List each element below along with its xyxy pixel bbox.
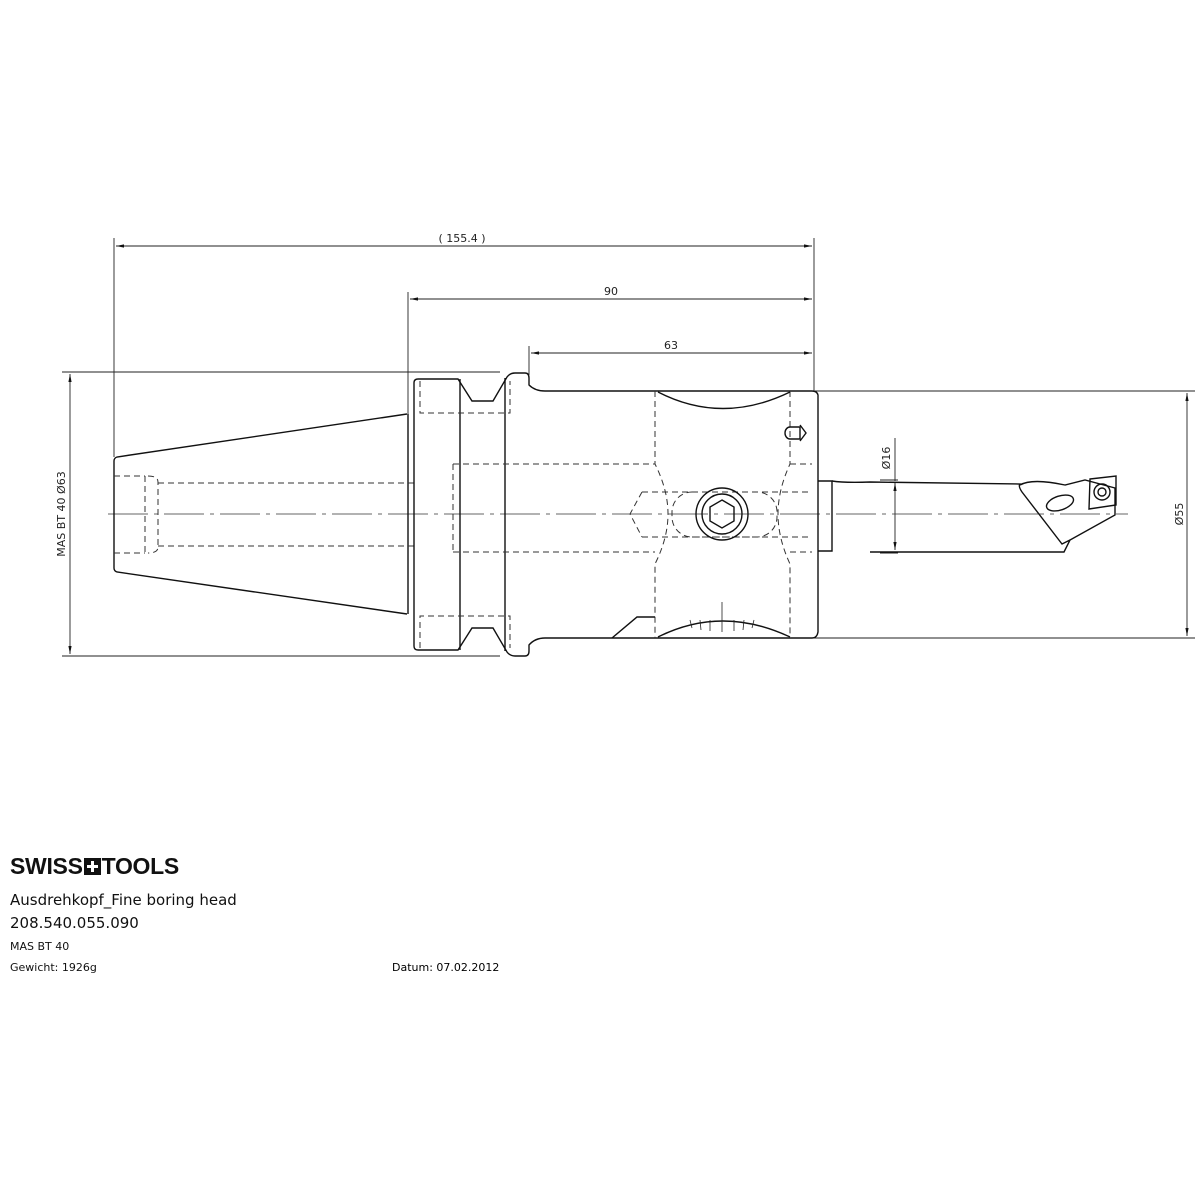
logo-text-right: TOOLS <box>101 853 180 879</box>
swiss-cross-icon <box>83 858 101 875</box>
weight-text: Gewicht: 1926g <box>10 961 97 974</box>
dimension-63: 63 <box>531 339 812 355</box>
dial-ticks <box>689 602 755 632</box>
logo-text-left: SWISS <box>10 853 83 879</box>
spec-text: MAS BT 40 <box>10 940 70 953</box>
head-body-details <box>611 391 812 639</box>
dimension-90: 90 <box>410 285 812 301</box>
dimension-taper-diameter: MAS BT 40 Ø63 <box>55 374 72 654</box>
extension-lines <box>62 238 1195 657</box>
dim-text-155: ( 155.4 ) <box>438 232 485 245</box>
article-number: 208.540.055.090 <box>10 914 139 932</box>
svg-text:MAS BT 40 Ø63: MAS BT 40 Ø63 <box>55 471 68 556</box>
svg-text:Ø16: Ø16 <box>880 447 893 470</box>
drawing-title: Ausdrehkopf_Fine boring head <box>10 891 237 909</box>
svg-text:Ø55: Ø55 <box>1173 503 1186 526</box>
svg-text:90: 90 <box>604 285 618 298</box>
hex-socket-screw-icon <box>695 487 749 541</box>
dimension-head-diameter: Ø55 <box>1173 393 1189 636</box>
date-text: Datum: 07.02.2012 <box>392 961 500 974</box>
flange <box>413 372 819 657</box>
taper-shank <box>113 413 415 615</box>
svg-text:63: 63 <box>664 339 678 352</box>
boring-bar <box>818 475 1117 553</box>
cutting-insert-icon <box>1088 475 1117 510</box>
dimension-bar-diameter: Ø16 <box>880 447 898 554</box>
swisstools-logo: SWISS TOOLS <box>10 853 179 880</box>
dimension-overall-length: ( 155.4 ) <box>116 232 812 248</box>
